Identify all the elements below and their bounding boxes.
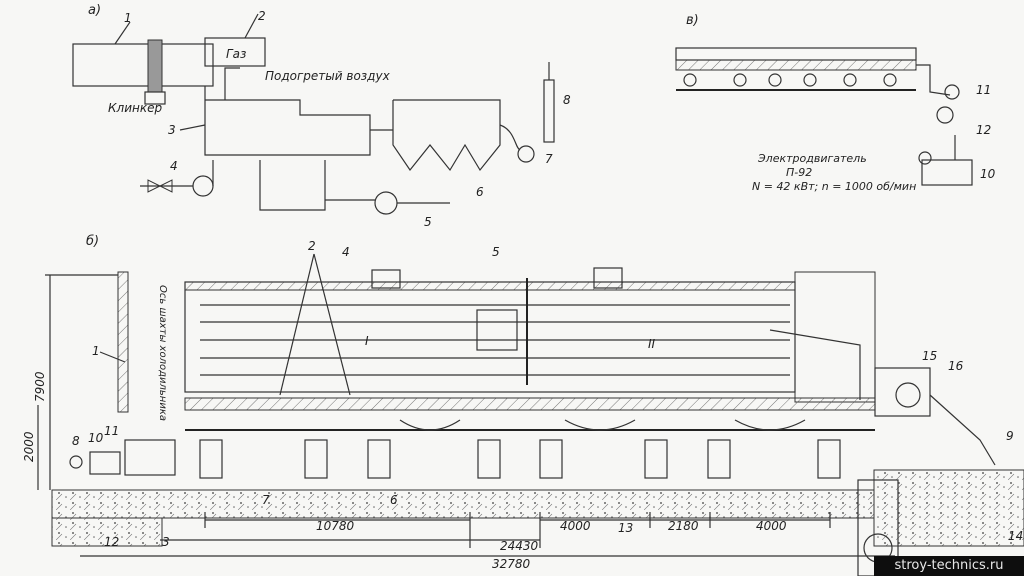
callout-a-1: 1 — [124, 11, 132, 25]
air-manifold — [259, 160, 326, 211]
clinker-label: Клинкер — [108, 101, 162, 115]
dim-4000-b: 4000 — [756, 519, 787, 533]
pit — [857, 479, 899, 576]
drive-reducer — [89, 451, 121, 475]
crusher-housing — [874, 367, 931, 417]
dim-7900: 7900 — [33, 371, 47, 402]
inspection-door — [476, 309, 518, 351]
housing-lines — [200, 304, 790, 376]
callout-b-6: 6 — [390, 493, 398, 507]
heated-air-label: Подогретый воздух — [265, 69, 391, 83]
callout-b-2: 2 — [308, 239, 316, 253]
dust-chamber — [392, 99, 501, 172]
fan-4 — [192, 175, 214, 197]
shaft-axis-label: Ось шахты холодильника — [157, 285, 168, 421]
callout-b-12: 12 — [104, 535, 119, 549]
discharge-chamber — [794, 271, 876, 403]
dim-4000-a: 4000 — [560, 519, 591, 533]
motor-model: П-92 — [786, 166, 812, 179]
callout-a-2: 2 — [258, 9, 266, 23]
discharge-chute — [769, 329, 861, 400]
callout-b-8: 8 — [72, 434, 80, 448]
kiln-support — [144, 91, 166, 105]
callout-b-5: 5 — [492, 245, 500, 259]
callout-b-11: 11 — [104, 424, 119, 438]
fan-5 — [374, 191, 398, 215]
dim-2000: 2000 — [22, 431, 36, 462]
section-II: II — [648, 337, 656, 351]
callout-b-4: 4 — [342, 245, 350, 259]
callout-a-4: 4 — [170, 159, 178, 173]
callout-b-7: 7 — [262, 493, 270, 507]
scheme-a: а) 1 Газ 2 Подогретый воздух Клинкер 3 6… — [72, 3, 571, 229]
drawing-b: б) 7900 2000 Ось шахты холодильника I II… — [22, 234, 1024, 576]
panel-label-a: а) — [88, 3, 101, 18]
panel-label-b: б) — [86, 234, 99, 249]
stack — [543, 79, 555, 143]
exhaust-fan — [517, 145, 535, 163]
dim-24430: 24430 — [500, 539, 539, 553]
dim-2180: 2180 — [668, 519, 699, 533]
motor — [921, 159, 973, 186]
kiln-tube — [72, 43, 214, 87]
callout-b-15: 15 — [922, 349, 937, 363]
callout-b-1: 1 — [92, 344, 100, 358]
roof-hatch-2 — [593, 267, 623, 289]
watermark: stroy-technics.ru — [874, 556, 1024, 576]
callout-a-6: 6 — [476, 185, 484, 199]
callout-a-3: 3 — [168, 123, 176, 137]
kiln-ring — [147, 39, 163, 93]
callout-b-16: 16 — [948, 359, 964, 373]
roof-hatch-1 — [371, 269, 401, 289]
shaft-wall-left — [117, 271, 129, 413]
dimension-chains — [80, 512, 895, 557]
callout-a-8: 8 — [563, 93, 571, 107]
foundation — [51, 489, 875, 519]
hammer-crusher — [895, 382, 921, 408]
motor-title: Электродвигатель — [757, 152, 867, 165]
callout-v-12: 12 — [976, 123, 991, 137]
callout-b-9: 9 — [1006, 429, 1014, 443]
callout-b-13: 13 — [618, 521, 633, 535]
dim-32780: 32780 — [492, 557, 531, 571]
foundation-right — [873, 469, 1024, 547]
drive-motor — [69, 455, 83, 469]
scheme-v: в) 11 12 10 Электродвигатель П-92 N = 42… — [675, 13, 996, 193]
roof — [184, 281, 796, 291]
drive-frame — [124, 439, 176, 476]
callout-v-11: 11 — [976, 83, 991, 97]
air-arrow — [224, 67, 240, 100]
callout-v-10: 10 — [980, 167, 996, 181]
callout-b-14: 14 — [1008, 529, 1023, 543]
grate-frame — [675, 59, 917, 71]
callout-b-10: 10 — [88, 431, 104, 445]
panel-label-v: в) — [686, 13, 699, 28]
section-I: I — [365, 334, 369, 348]
drive-linkage — [916, 64, 951, 96]
motor-specs: N = 42 кВт; n = 1000 об/мин — [752, 180, 916, 193]
crank — [944, 84, 960, 100]
callout-a-7: 7 — [545, 152, 553, 166]
grate — [184, 397, 876, 411]
grate-top — [675, 47, 917, 61]
gas-duct — [204, 37, 266, 67]
grate-supports — [676, 73, 916, 91]
callout-a-5: 5 — [424, 215, 432, 229]
cooler-body — [204, 86, 371, 156]
callout-b-3: 3 — [162, 535, 170, 549]
conveyor-incline — [929, 394, 996, 466]
dim-10780: 10780 — [316, 519, 355, 533]
gas-label: Газ — [226, 47, 246, 61]
grate-supports-b — [199, 419, 841, 479]
reducer — [936, 106, 954, 124]
foundation-left — [51, 517, 163, 547]
